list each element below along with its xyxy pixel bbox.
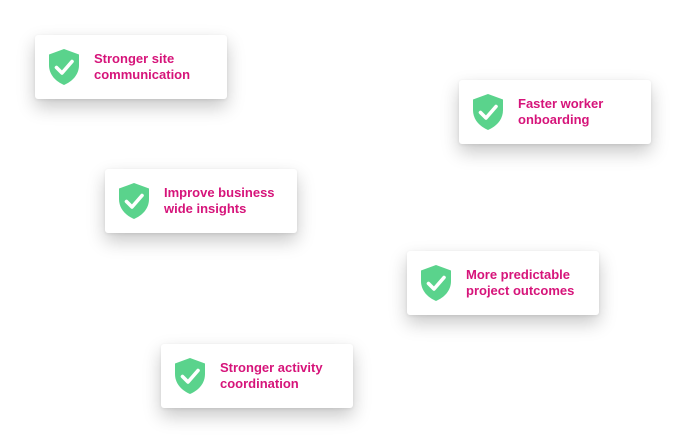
benefit-label: Stronger site communication	[94, 51, 191, 82]
shield-check-icon	[471, 93, 505, 131]
benefit-card: Stronger site communication	[35, 35, 227, 99]
benefit-label: Stronger activity coordination	[220, 360, 323, 391]
benefit-card: Faster worker onboarding	[459, 80, 651, 144]
benefit-card: More predictable project outcomes	[407, 251, 599, 315]
benefit-label: Improve business wide insights	[164, 185, 275, 216]
benefit-card: Improve business wide insights	[105, 169, 297, 233]
benefit-label: Faster worker onboarding	[518, 96, 604, 127]
shield-check-icon	[173, 357, 207, 395]
benefit-label: More predictable project outcomes	[466, 267, 575, 298]
shield-check-icon	[419, 264, 453, 302]
shield-check-icon	[117, 182, 151, 220]
shield-check-icon	[47, 48, 81, 86]
benefit-card: Stronger activity coordination	[161, 344, 353, 408]
